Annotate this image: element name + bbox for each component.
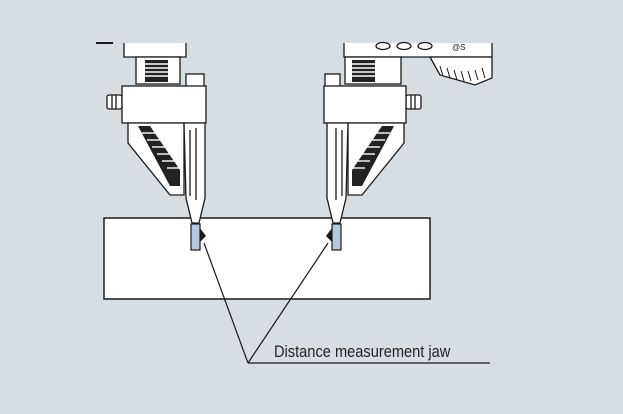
- thumb-wheel: [439, 65, 486, 82]
- right-jaw: [326, 122, 349, 224]
- callout-label: Distance measurement jaw: [274, 342, 451, 361]
- callout-leader: [203, 242, 490, 364]
- svg-text:@S: @S: [452, 43, 465, 52]
- left-jaw: [183, 122, 206, 224]
- right-jaw-tip: [331, 223, 342, 251]
- workpiece-block: [103, 217, 431, 300]
- left-caliper-head: [96, 42, 207, 224]
- left-jaw-tip: [190, 223, 201, 251]
- right-caliper-head: @S: [323, 41, 493, 224]
